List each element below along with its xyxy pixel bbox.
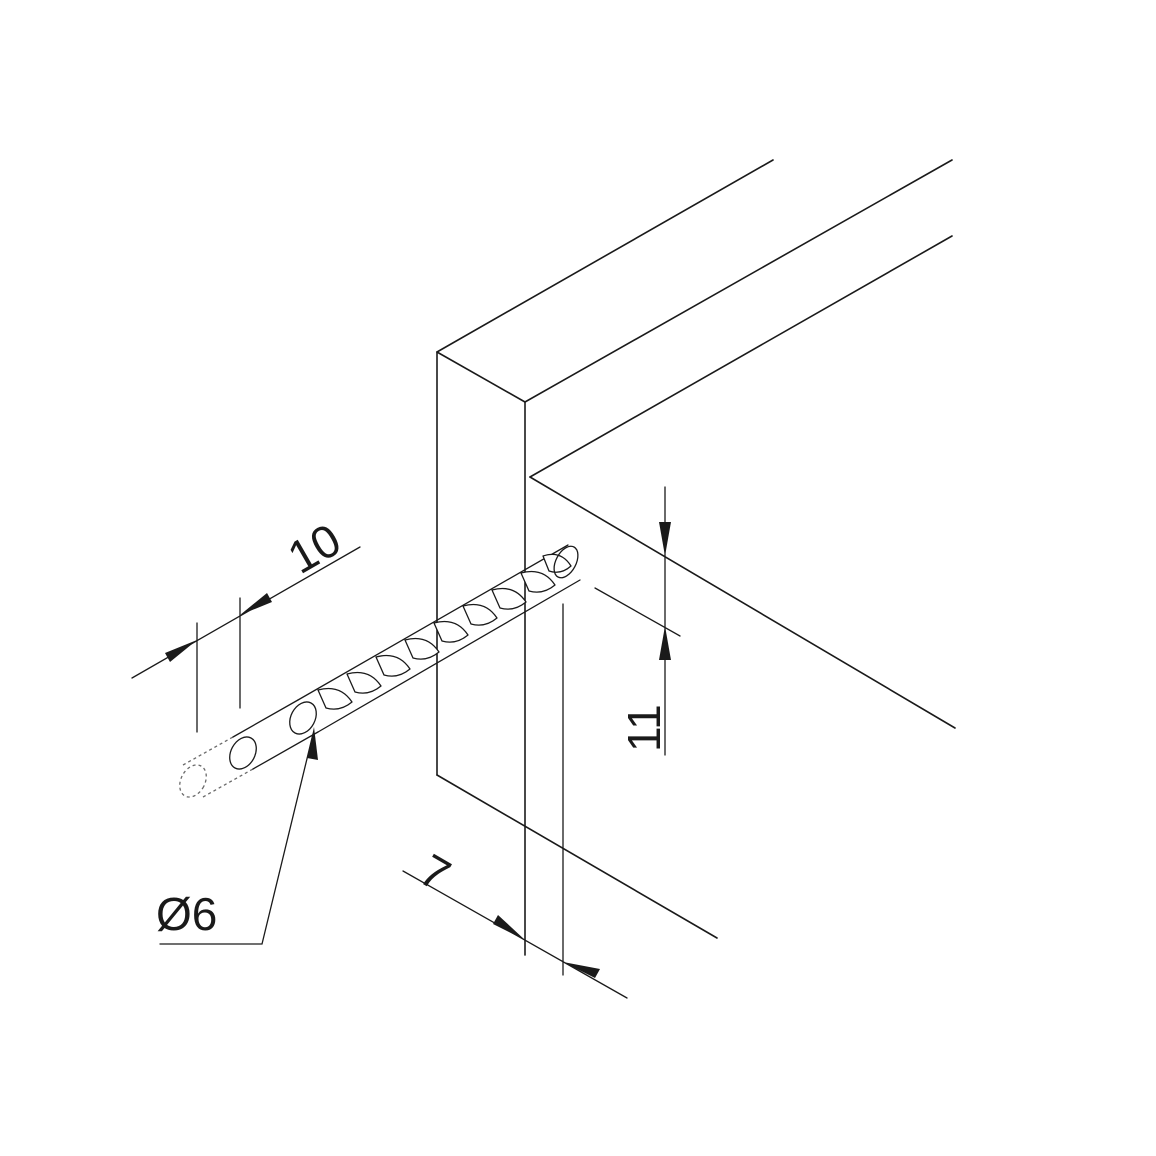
dimension-label-diameter: Ø6 xyxy=(156,888,217,940)
side-panel-top-front-edge xyxy=(436,351,526,403)
dimension-label-offset: 7 xyxy=(411,844,459,902)
extension-line-height xyxy=(594,587,681,637)
arrow-diameter xyxy=(307,727,318,760)
inner-side-edge xyxy=(529,476,956,729)
side-panel-bottom-edge xyxy=(436,774,718,939)
dowel-front-end xyxy=(553,545,579,579)
arrow-length-right xyxy=(240,593,272,615)
dowel-thread-start-ring xyxy=(289,701,317,735)
arrow-offset-left xyxy=(493,915,525,940)
dowel-hidden-end xyxy=(179,764,207,798)
top-panel-inner-edge xyxy=(529,235,953,478)
dowel-hidden-bottom-edge xyxy=(202,768,254,798)
cabinet-panels xyxy=(436,159,956,956)
top-panel-back-edge-left xyxy=(436,159,774,353)
threaded-dowel xyxy=(179,544,581,798)
dimension-label-length: 10 xyxy=(279,513,349,584)
dimension-label-height: 11 xyxy=(618,704,670,752)
arrow-height-top xyxy=(659,522,671,556)
arrow-length-left xyxy=(165,640,197,662)
arrow-height-bottom xyxy=(659,626,671,660)
dowel-body-top-edge xyxy=(232,699,299,738)
arrow-offset-right xyxy=(563,962,600,978)
leader-line-diameter xyxy=(159,733,314,945)
dowel-body-bottom-edge xyxy=(252,731,319,770)
dowel-end-ring xyxy=(229,736,257,770)
dimension-height: 11 xyxy=(594,486,681,756)
dowel-hidden-top-edge xyxy=(182,736,234,766)
dowel-thread xyxy=(297,544,581,733)
dimension-diameter: Ø6 xyxy=(156,727,318,945)
top-panel-back-edge-front xyxy=(524,159,953,403)
